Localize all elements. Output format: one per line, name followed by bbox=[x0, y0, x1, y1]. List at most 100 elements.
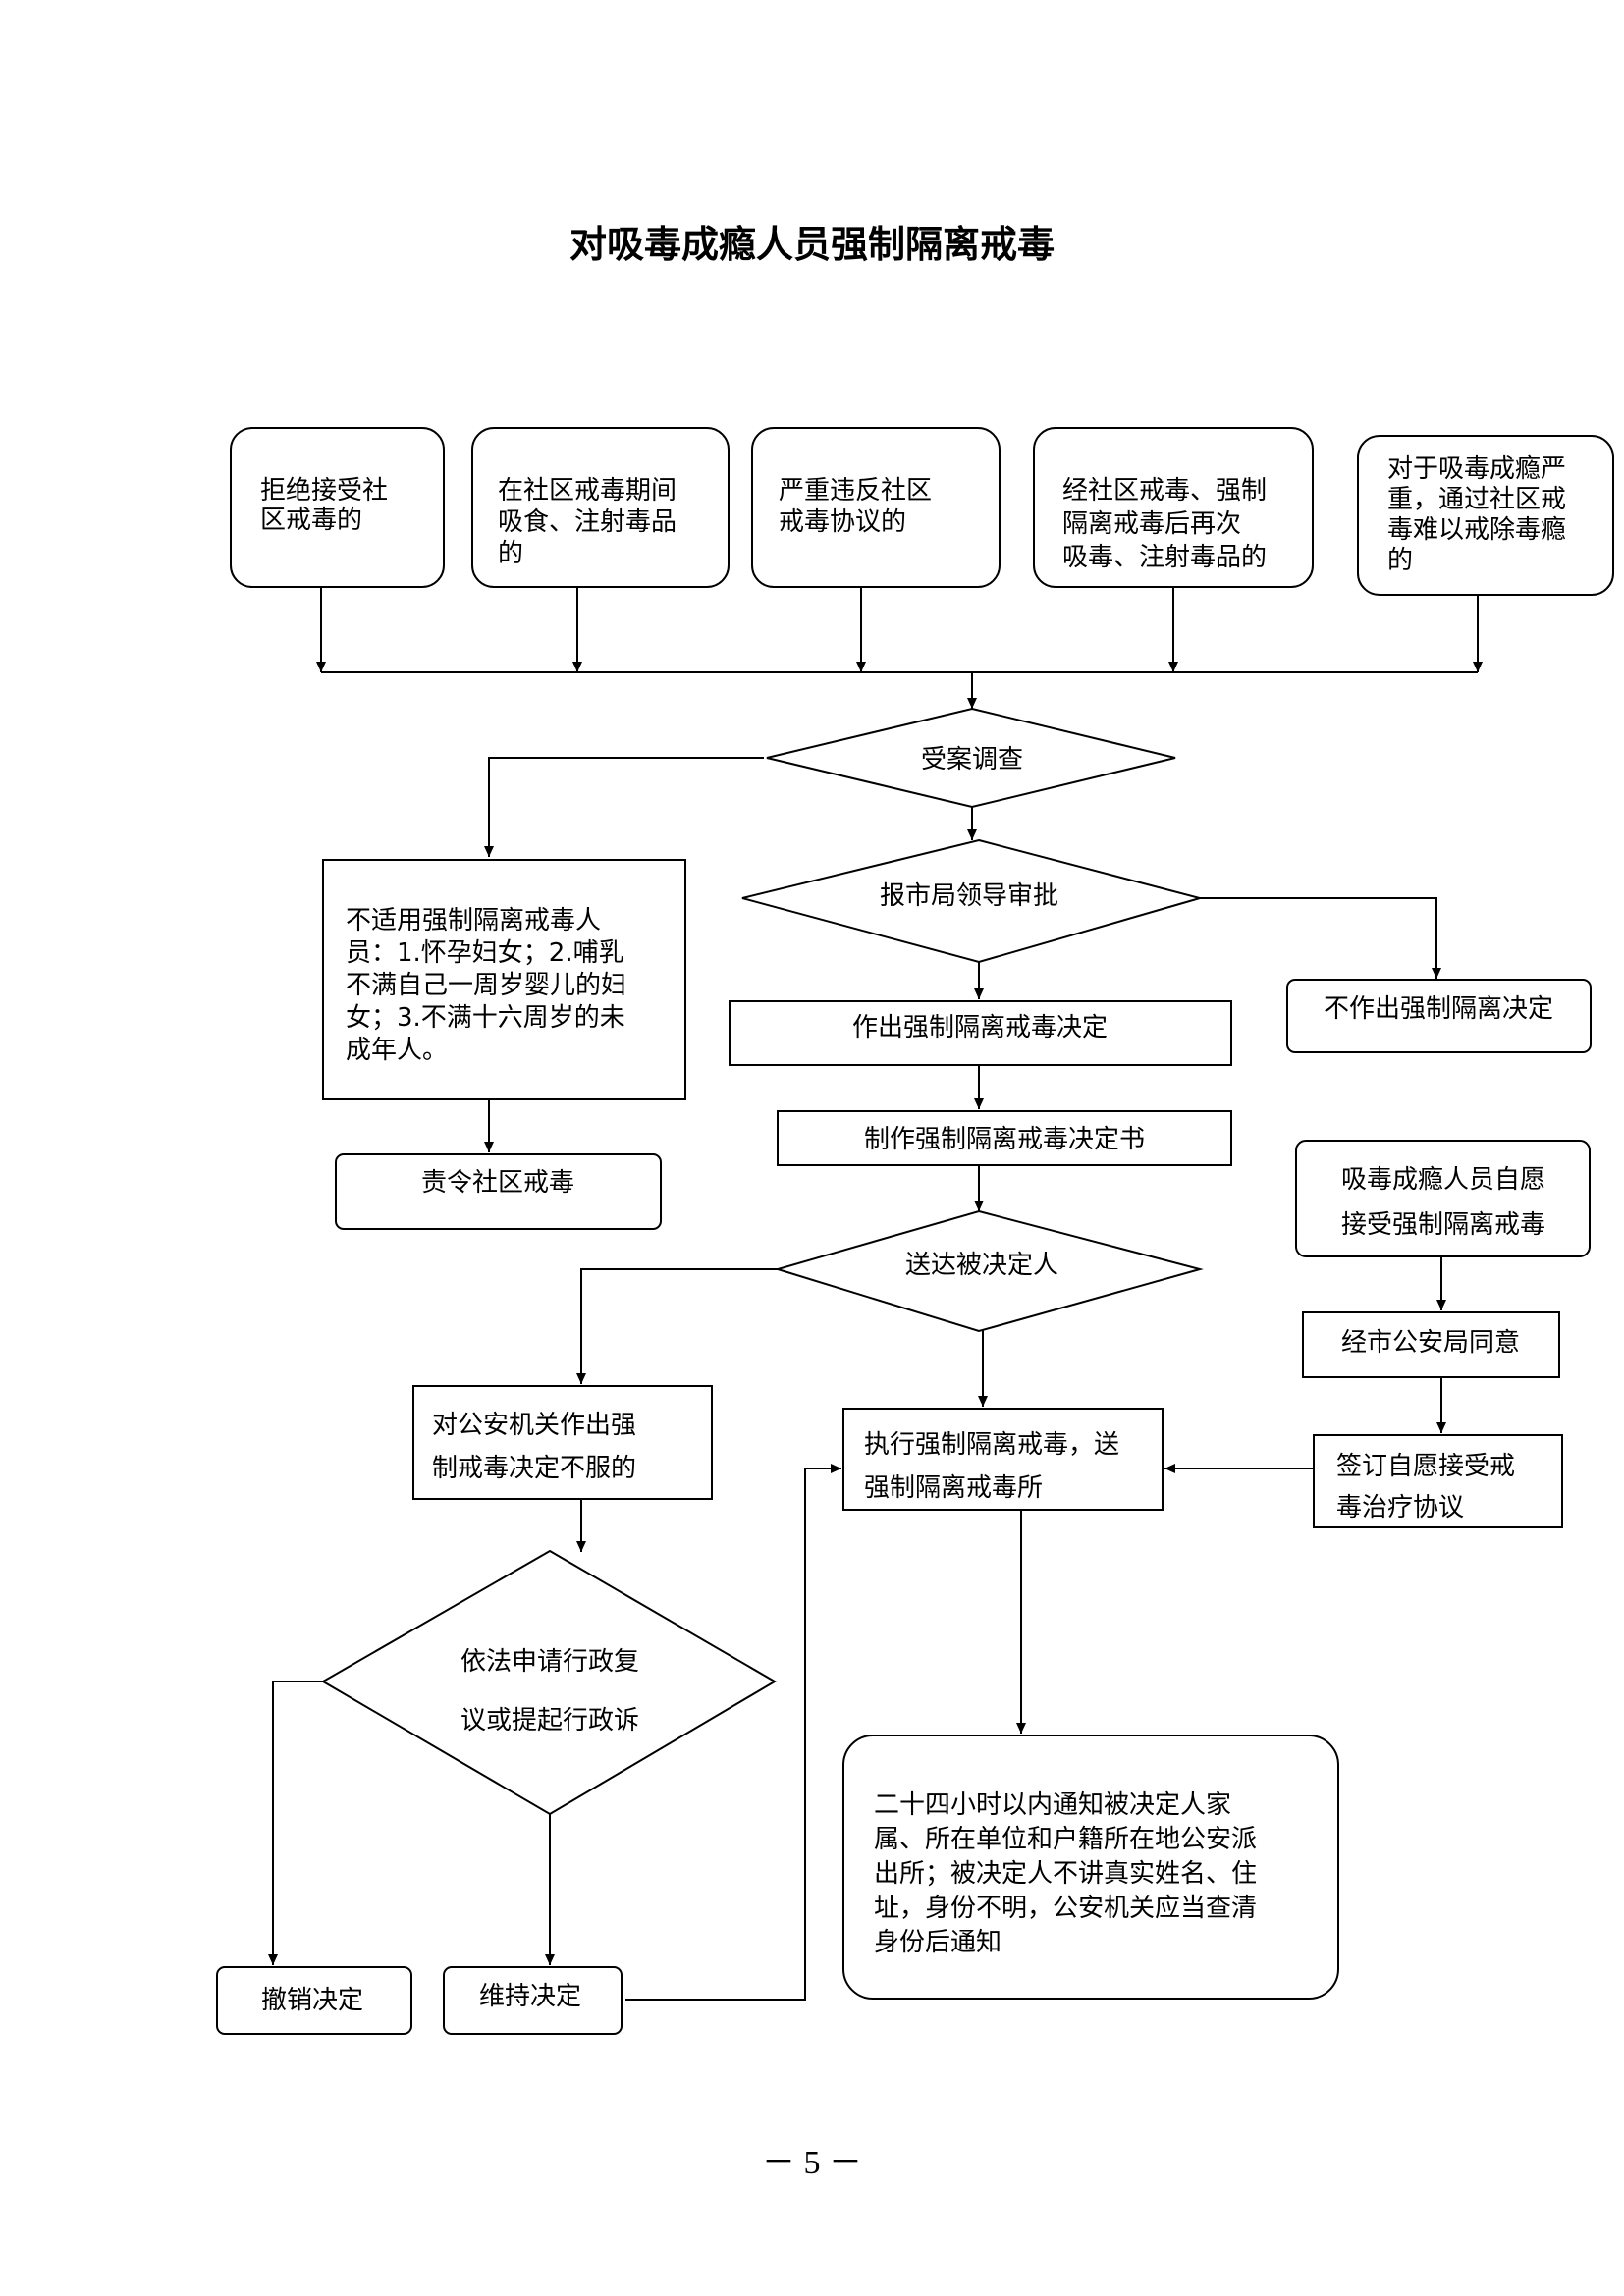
approval-label: 报市局领导审批 bbox=[880, 881, 1058, 911]
src-relapse-box bbox=[1033, 427, 1314, 588]
notify-label-line: 出所；被决定人不讲真实姓名、住 bbox=[874, 1859, 1257, 1889]
notify-label-line: 二十四小时以内通知被决定人家 bbox=[874, 1790, 1231, 1820]
order-community-box bbox=[335, 1153, 662, 1230]
src-violate-label-line: 严重违反社区 bbox=[779, 476, 932, 506]
notify-label: 二十四小时以内通知被决定人家属、所在单位和户籍所在地公安派出所；被决定人不讲真实… bbox=[874, 1790, 1257, 1957]
connector-lines bbox=[268, 584, 1483, 2001]
object-label-line: 对公安机关作出强 bbox=[432, 1411, 636, 1440]
src-use-during-box bbox=[471, 427, 730, 588]
arrow-to-no-decision bbox=[1200, 897, 1441, 979]
src-severe-box bbox=[1357, 435, 1614, 596]
not-applicable-label: 不适用强制隔离戒毒人员：1.怀孕妇女；2.哺乳不满自己一周岁婴儿的妇女；3.不满… bbox=[346, 906, 626, 1065]
sign-agreement-label-line: 签订自愿接受戒 bbox=[1336, 1452, 1515, 1481]
no-decision-label-line: 不作出强制隔离决定 bbox=[1324, 994, 1553, 1024]
not-applicable-label-line: 不适用强制隔离戒毒人 bbox=[346, 906, 601, 935]
serve-label-line: 送达被决定人 bbox=[905, 1251, 1058, 1280]
make-decision-label: 作出强制隔离戒毒决定 bbox=[852, 1013, 1108, 1042]
approval-diamond bbox=[741, 838, 1204, 964]
notify-box bbox=[842, 1735, 1339, 2000]
src-refuse-label: 拒绝接受社区戒毒的 bbox=[260, 476, 388, 535]
src-relapse-label-line: 经社区戒毒、强制 bbox=[1062, 476, 1267, 506]
arrow-to-object bbox=[576, 1268, 779, 1384]
make-document-label: 制作强制隔离戒毒决定书 bbox=[864, 1125, 1145, 1154]
src-severe-label-line: 对于吸毒成瘾严 bbox=[1387, 454, 1566, 484]
src-use-during-label-line: 在社区戒毒期间 bbox=[498, 476, 677, 506]
arrow-to-not-applicable bbox=[484, 757, 764, 857]
object-label-line: 制戒毒决定不服的 bbox=[432, 1454, 636, 1483]
make-decision-label-line: 作出强制隔离戒毒决定 bbox=[852, 1013, 1108, 1042]
voluntary-label-line: 接受强制隔离戒毒 bbox=[1341, 1210, 1545, 1240]
sign-agreement-label: 签订自愿接受戒毒治疗协议 bbox=[1336, 1452, 1515, 1522]
appeal-diamond bbox=[321, 1549, 777, 1816]
appeal-label: 依法申请行政复议或提起行政诉 bbox=[460, 1647, 639, 1735]
src-severe-label-line: 的 bbox=[1387, 546, 1413, 575]
order-community-label: 责令社区戒毒 bbox=[421, 1168, 574, 1198]
not-applicable-label-line: 员：1.怀孕妇女；2.哺乳 bbox=[346, 938, 624, 968]
node-labels: 拒绝接受社区戒毒的在社区戒毒期间吸食、注射毒品的严重违反社区戒毒协议的经社区戒毒… bbox=[260, 454, 1566, 2015]
src-use-during-label: 在社区戒毒期间吸食、注射毒品的 bbox=[498, 476, 677, 568]
page-title: 对吸毒成瘾人员强制隔离戒毒 bbox=[568, 222, 1055, 266]
investigate-label-line: 受案调查 bbox=[921, 745, 1023, 774]
maintain-label-line: 维持决定 bbox=[479, 1982, 581, 2011]
not-applicable-label-line: 成年人。 bbox=[346, 1036, 448, 1065]
order-community-label-line: 责令社区戒毒 bbox=[421, 1168, 574, 1198]
approval-label-line: 报市局领导审批 bbox=[880, 881, 1058, 911]
node-shapes bbox=[216, 427, 1614, 2035]
src-use-during-label-line: 吸食、注射毒品 bbox=[498, 507, 677, 537]
notify-label-line: 身份后通知 bbox=[874, 1928, 1001, 1957]
not-applicable-box bbox=[322, 859, 686, 1100]
voluntary-label-line: 吸毒成瘾人员自愿 bbox=[1341, 1165, 1545, 1195]
execute-label: 执行强制隔离戒毒，送强制隔离戒毒所 bbox=[864, 1430, 1119, 1503]
src-severe-label: 对于吸毒成瘾严重，通过社区戒毒难以戒除毒瘾的 bbox=[1387, 454, 1566, 575]
bureau-agree-box bbox=[1302, 1311, 1560, 1378]
revoke-box bbox=[216, 1966, 412, 2035]
src-relapse-label: 经社区戒毒、强制隔离戒毒后再次吸毒、注射毒品的 bbox=[1062, 476, 1267, 572]
voluntary-label: 吸毒成瘾人员自愿接受强制隔离戒毒 bbox=[1341, 1165, 1545, 1240]
appeal-label-line: 议或提起行政诉 bbox=[460, 1706, 639, 1735]
src-violate-label-line: 戒毒协议的 bbox=[779, 507, 906, 537]
voluntary-box bbox=[1295, 1140, 1591, 1257]
src-violate-label: 严重违反社区戒毒协议的 bbox=[779, 476, 932, 537]
revoke-label-line: 撤销决定 bbox=[261, 1986, 363, 2015]
src-relapse-label-line: 隔离戒毒后再次 bbox=[1062, 509, 1241, 539]
execute-label-line: 强制隔离戒毒所 bbox=[864, 1473, 1043, 1503]
serve-diamond bbox=[774, 1209, 1204, 1333]
maintain-label: 维持决定 bbox=[479, 1982, 581, 2011]
no-decision-box bbox=[1286, 979, 1592, 1053]
arrow-to-revoke bbox=[268, 1681, 324, 1965]
notify-label-line: 址，身份不明，公安机关应当查清 bbox=[874, 1894, 1257, 1923]
no-decision-label: 不作出强制隔离决定 bbox=[1324, 994, 1553, 1024]
object-label: 对公安机关作出强制戒毒决定不服的 bbox=[432, 1411, 636, 1483]
not-applicable-label-line: 女；3.不满十六周岁的未 bbox=[346, 1003, 625, 1033]
src-violate-box bbox=[751, 427, 1001, 588]
maintain-box bbox=[443, 1966, 623, 2035]
src-severe-label-line: 重，通过社区戒 bbox=[1387, 485, 1566, 514]
src-use-during-label-line: 的 bbox=[498, 539, 523, 568]
make-document-box bbox=[777, 1110, 1232, 1166]
src-refuse-box bbox=[230, 427, 445, 588]
src-relapse-label-line: 吸毒、注射毒品的 bbox=[1062, 543, 1267, 572]
revoke-label: 撤销决定 bbox=[261, 1986, 363, 2015]
investigate-diamond bbox=[766, 707, 1176, 809]
not-applicable-label-line: 不满自己一周岁婴儿的妇 bbox=[346, 971, 626, 1000]
appeal-label-line: 依法申请行政复 bbox=[460, 1647, 639, 1677]
bureau-agree-label: 经市公安局同意 bbox=[1341, 1328, 1520, 1358]
bureau-agree-label-line: 经市公安局同意 bbox=[1341, 1328, 1520, 1358]
page-number: － 5 － bbox=[762, 2145, 862, 2181]
serve-label: 送达被决定人 bbox=[905, 1251, 1058, 1280]
make-decision-box bbox=[729, 1000, 1232, 1066]
execute-box bbox=[842, 1408, 1164, 1511]
src-severe-label-line: 毒难以戒除毒瘾 bbox=[1387, 515, 1566, 545]
src-refuse-label-line: 区戒毒的 bbox=[260, 506, 362, 535]
sign-agreement-box bbox=[1313, 1434, 1563, 1528]
src-refuse-label-line: 拒绝接受社 bbox=[260, 476, 388, 506]
arrow-maintain-to-execute bbox=[625, 1464, 841, 2001]
notify-label-line: 属、所在单位和户籍所在地公安派 bbox=[874, 1825, 1257, 1854]
execute-label-line: 执行强制隔离戒毒，送 bbox=[864, 1430, 1119, 1460]
investigate-label: 受案调查 bbox=[921, 745, 1023, 774]
object-box bbox=[412, 1385, 713, 1500]
make-document-label-line: 制作强制隔离戒毒决定书 bbox=[864, 1125, 1145, 1154]
sign-agreement-label-line: 毒治疗协议 bbox=[1336, 1493, 1464, 1522]
